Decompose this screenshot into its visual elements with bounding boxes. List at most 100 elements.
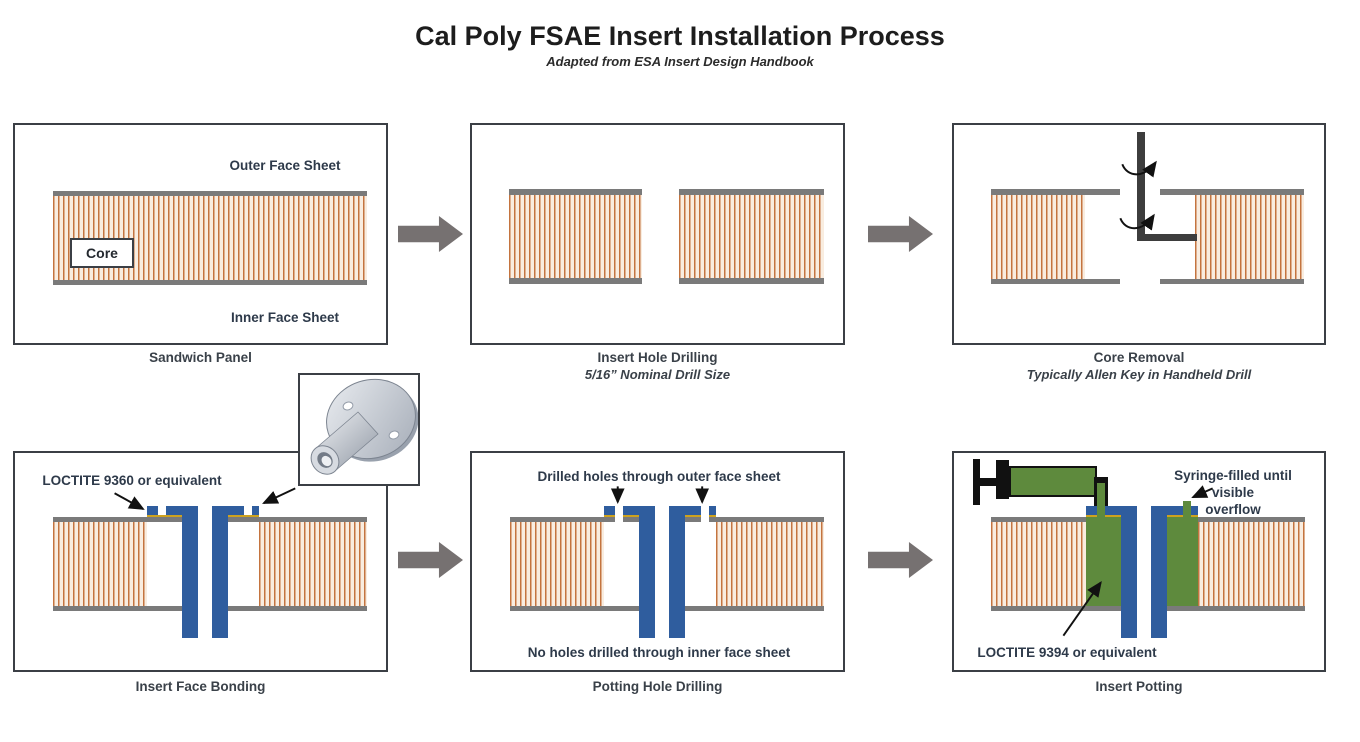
subcaption-drill-size: 5/16” Nominal Drill Size [584,367,731,382]
caption-sandwich-panel: Sandwich Panel [149,350,252,365]
insert-flange [252,506,259,515]
insert-flange [709,506,716,515]
outer-face-sheet-left [509,189,642,195]
inner-face-sheet-left [509,278,642,284]
insert-flange [604,506,615,515]
core-hatch-right [679,195,824,278]
panel-insert-potting: Syringe-filled until visible overflow LO… [952,451,1326,672]
outer-face-sheet-right [679,189,824,195]
allen-key-arm [1137,234,1197,241]
insert-flange [166,506,182,515]
outer-face-sheet-right [1160,189,1304,195]
process-arrow-icon [868,542,933,578]
caption-insert-hole-drilling: Insert Hole Drilling [597,350,718,365]
insert-body-wall [1121,506,1137,638]
core-hatch-left [991,522,1086,606]
adhesive-layer [1086,515,1097,517]
panel-core-removal [952,123,1326,345]
page-subtitle: Adapted from ESA Insert Design Handbook [546,54,814,69]
syringe-barrel [1009,466,1097,497]
caption-insert-face-bonding: Insert Face Bonding [135,679,266,694]
inner-face-sheet-right [1167,606,1305,611]
core-hatch-left [510,522,604,606]
inner-face-sheet-right [685,606,824,611]
insert-body-wall [669,506,685,638]
outer-face-sheet-right [1198,517,1305,522]
core-hatch-left [991,195,1085,279]
panel-insert-hole-drilling [470,123,845,345]
potting-compound-left [1086,517,1121,606]
adhesive-layer-left [147,515,182,517]
inner-face-sheet-left [991,279,1120,284]
insert-flange [147,506,158,515]
process-arrow-icon [868,216,933,252]
insert-flange [1086,506,1097,515]
overflow-label: Syringe-filled until visible overflow [1152,467,1314,518]
overflow-label-line2: overflow [1205,502,1261,517]
drilled-holes-label: Drilled holes through outer face sheet [537,469,781,484]
caption-core-removal: Core Removal [1093,350,1185,365]
syringe-plunger-rod [980,478,997,486]
inner-face-sheet-left [53,606,182,611]
core-hatch-left [509,195,642,278]
outer-face-sheet [709,517,824,522]
adhesive-layer [1191,515,1198,517]
syringe-handle [973,459,980,505]
caption-potting-hole-drilling: Potting Hole Drilling [592,679,723,694]
adhesive-layer [1105,515,1121,517]
outer-face-sheet-left [991,517,1086,522]
adhesive-layer [604,515,615,517]
outer-face-sheet [685,517,701,522]
insert-body-wall [1151,506,1167,638]
insert-body-wall [182,506,198,638]
subcaption-allen-key: Typically Allen Key in Handheld Drill [1026,367,1252,382]
inner-face-sheet-label: Inner Face Sheet [230,310,340,325]
insert-flange [228,506,244,515]
adhesive-layer [623,515,639,517]
loctite-9360-label: LOCTITE 9360 or equivalent [42,473,222,488]
outer-face-sheet-right [228,517,367,522]
core-label-box: Core [70,238,134,268]
core-hatch-right [716,522,824,606]
adhesive-layer [709,515,716,517]
core-hatch-right [1195,195,1304,279]
outer-face-sheet [623,517,639,522]
adhesive-layer [685,515,701,517]
inner-face-sheet [53,280,367,285]
panel-sandwich: Outer Face Sheet Core Inner Face Sheet [13,123,388,345]
loctite-9394-label: LOCTITE 9394 or equivalent [977,645,1157,660]
page-title: Cal Poly FSAE Insert Installation Proces… [415,21,945,51]
inner-face-sheet-left [510,606,639,611]
adhesive-layer [1167,515,1183,517]
syringe-tube-core [1097,483,1105,517]
insert-flange [623,506,639,515]
overflow-label-line1: Syringe-filled until visible [1174,468,1292,500]
outer-face-sheet-left [53,517,182,522]
insert-flange [1167,506,1183,515]
syringe-plunger-head [996,460,1009,499]
outer-face-sheet-label: Outer Face Sheet [229,158,341,173]
no-holes-label: No holes drilled through inner face shee… [527,645,791,660]
flanged-insert-icon [310,378,419,475]
inner-face-sheet-right [1160,279,1304,284]
panel-potting-hole-drilling: Drilled holes through outer face sheet [470,451,845,672]
inner-face-sheet-right [679,278,824,284]
insert-flange [1191,506,1198,515]
adhesive-layer-right [228,515,259,517]
panel-insert-face-bonding: LOCTITE 9360 or equivalent [13,451,388,672]
core-hatch-left [53,522,147,606]
potting-compound-right [1167,517,1198,606]
core-hatch-right [259,522,367,606]
inner-face-sheet-right [228,606,367,611]
insert-body-wall [639,506,655,638]
insert-flange [1105,506,1121,515]
potting-overflow-nub [1183,501,1191,517]
core-hatch-right [1198,522,1305,606]
outer-face-sheet-left [991,189,1120,195]
allen-key-shaft [1137,132,1145,241]
process-arrow-icon [398,216,463,252]
insert-cad-inset [298,373,420,486]
caption-insert-potting: Insert Potting [1095,679,1183,694]
outer-face-sheet [510,517,615,522]
